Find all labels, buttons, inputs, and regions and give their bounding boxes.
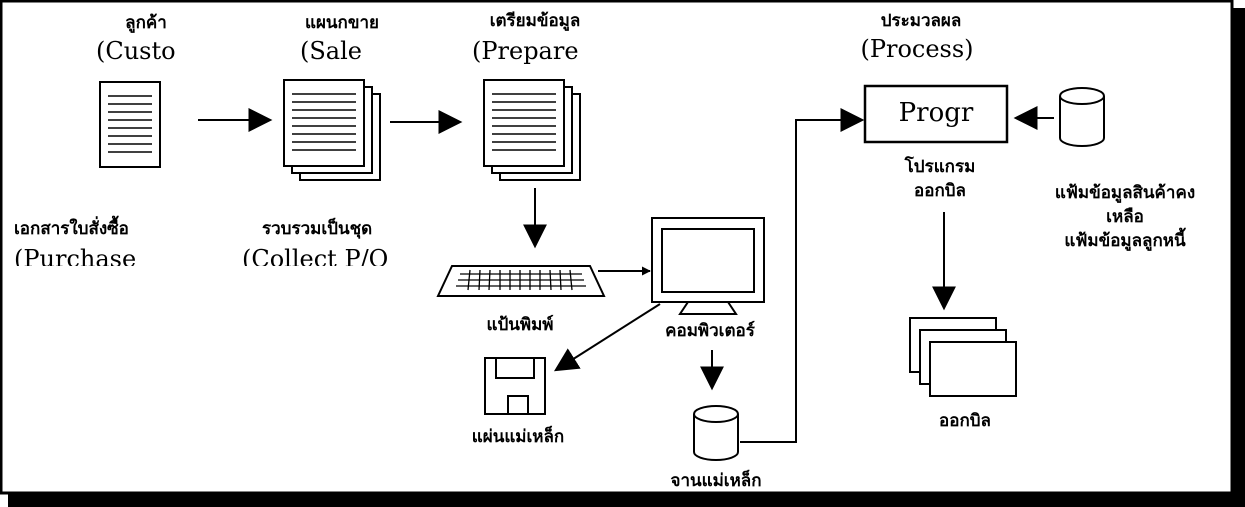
sales-title: แผนกขาย — [305, 13, 379, 33]
data-files-icon — [1059, 87, 1105, 147]
prepare-title-en: (Prepare — [472, 38, 579, 64]
keyboard-icon — [436, 265, 606, 297]
prepare-title: เตรียมข้อมูล — [489, 11, 581, 31]
computer-monitor-icon — [651, 217, 765, 315]
keyboard-label: แป้นพิมพ์ — [486, 315, 554, 335]
customer-document-icon — [99, 81, 161, 168]
bill-label: ออกบิล — [939, 411, 991, 431]
prepare-document-stack-icon — [483, 79, 581, 181]
bill-output-stack-icon — [909, 317, 1017, 397]
floppy-label: แผ่นแม่เหล็ก — [471, 427, 565, 447]
arrow-computer-to-floppy — [553, 303, 661, 372]
sales-document-label: รวบรวมเป็นชุด — [262, 219, 373, 239]
files-label-1: แฟ้มข้อมูลสินค้าคง — [1054, 183, 1196, 203]
program-caption-2: ออกบิล — [914, 181, 966, 201]
program-box-label: Progr — [898, 98, 974, 128]
magnetic-disk-icon — [693, 405, 739, 461]
customer-title-en: (Custo — [96, 38, 176, 64]
files-label-2: เหลือ — [1106, 207, 1144, 227]
customer-document-label: เอกสารใบสั่งซื้อ — [14, 219, 129, 239]
program-caption-1: โปรแกรม — [904, 157, 976, 177]
floppy-disk-icon — [484, 357, 546, 415]
process-title: ประมวลผล — [880, 11, 962, 31]
sales-title-en: (Sale — [300, 38, 362, 64]
files-label-3: แฟ้มข้อมูลลูกหนี้ — [1064, 231, 1186, 251]
program-box — [863, 84, 1009, 144]
customer-document-label-en: (Purchase — [14, 246, 137, 266]
sales-document-stack-icon — [283, 79, 381, 181]
process-title-en: (Process) — [860, 36, 974, 63]
disk-label: จานแม่เหล็ก — [670, 471, 762, 491]
frame-border — [0, 0, 1234, 495]
computer-label: คอมพิวเตอร์ — [665, 321, 755, 341]
customer-title: ลูกค้า — [125, 13, 167, 33]
arrow-disk-to-program — [740, 108, 865, 443]
sales-document-label-en: (Collect P/O — [242, 246, 389, 266]
